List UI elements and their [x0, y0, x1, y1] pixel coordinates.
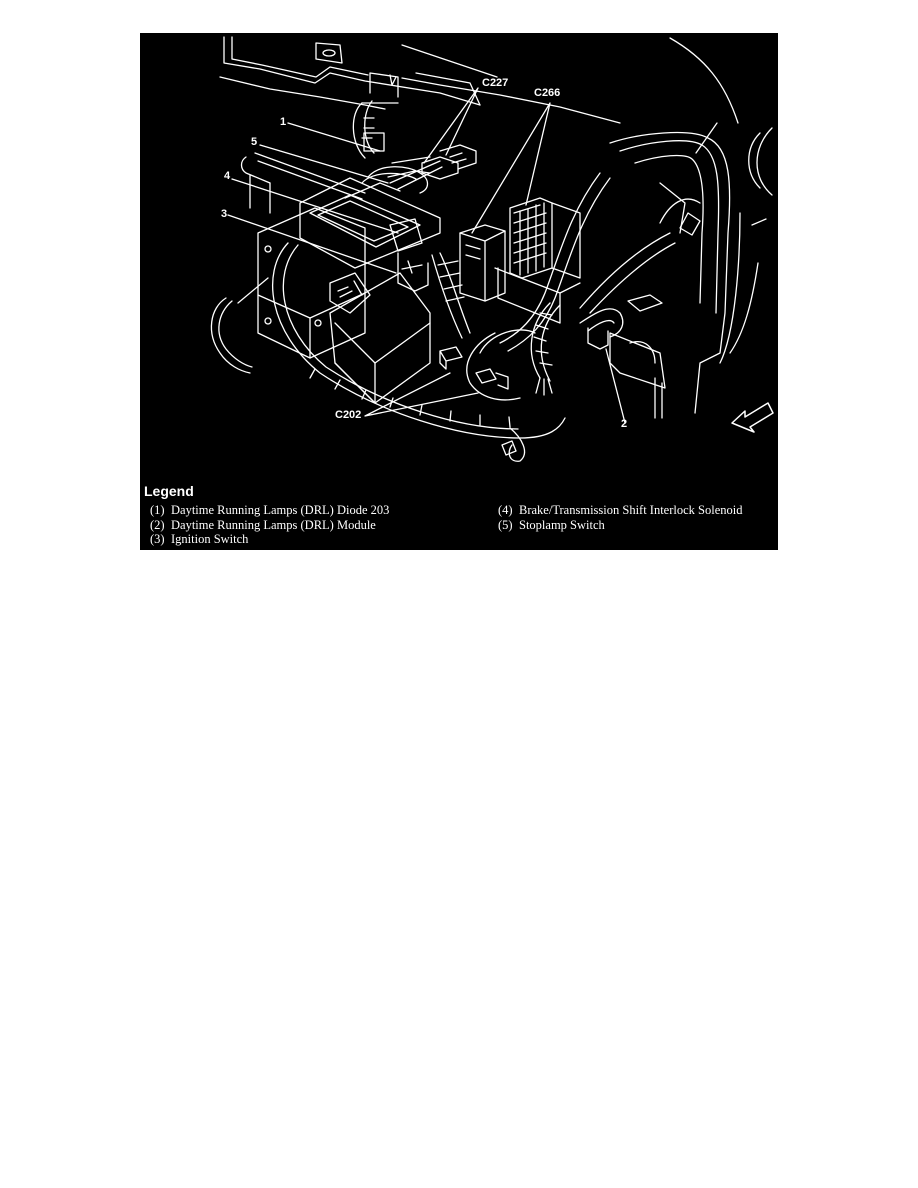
legend-item-label: Ignition Switch	[171, 532, 249, 546]
front-of-vehicle-arrow-icon	[731, 402, 774, 433]
dash-wiring-line-art	[210, 36, 774, 462]
callout-2: 2	[621, 418, 628, 430]
legend-column-right: (4) Brake/Transmission Shift Interlock So…	[498, 503, 743, 532]
legend-item-label: Brake/Transmission Shift Interlock Solen…	[519, 503, 743, 517]
legend-column-left: (1) Daytime Running Lamps (DRL) Diode 203…	[150, 503, 389, 547]
legend-title: Legend	[144, 483, 194, 499]
callout-1: 1	[280, 116, 287, 128]
legend-item-number: (4)	[498, 503, 513, 517]
legend-item-number: (1)	[150, 503, 165, 517]
component-location-figure: C227 C266 1 5 4 3 C202 2 Legend (1) Dayti…	[140, 33, 778, 550]
legend-item-label: Daytime Running Lamps (DRL) Diode 203	[171, 503, 390, 517]
legend-item-number: (2)	[150, 517, 165, 532]
legend-item-number: (3)	[150, 532, 165, 546]
callout-c227: C227	[482, 77, 509, 89]
legend-item-label: Daytime Running Lamps (DRL) Module	[171, 517, 376, 532]
legend-item-1: (1) Daytime Running Lamps (DRL) Diode 203	[150, 503, 389, 518]
callout-5: 5	[251, 136, 258, 148]
legend-item-2: (2) Daytime Running Lamps (DRL) Module	[150, 518, 389, 533]
callout-4: 4	[224, 170, 231, 182]
legend-item-label: Stoplamp Switch	[519, 517, 605, 532]
legend-item-3: (3) Ignition Switch	[150, 532, 389, 547]
legend-item-4: (4) Brake/Transmission Shift Interlock So…	[498, 503, 743, 518]
callout-c202: C202	[335, 409, 362, 421]
callout-3: 3	[221, 208, 228, 220]
legend-item-5: (5) Stoplamp Switch	[498, 518, 743, 533]
legend-item-number: (5)	[498, 517, 513, 532]
callout-c266: C266	[534, 87, 561, 99]
